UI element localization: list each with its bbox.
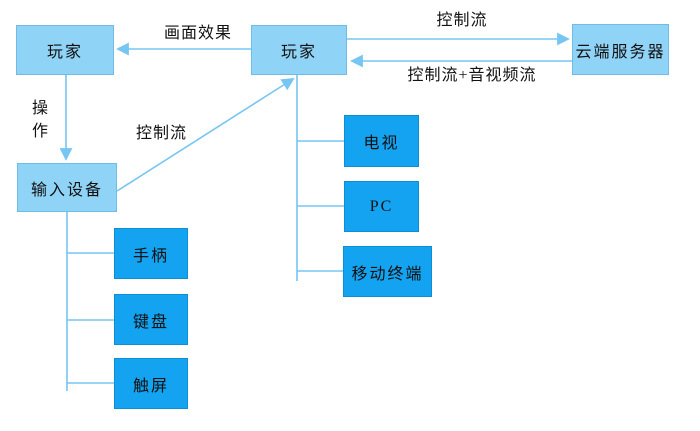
node-player-left: 玩家 bbox=[16, 25, 114, 75]
edge-label-control-av-flow: 控制流+音视频流 bbox=[407, 67, 537, 84]
node-keyboard: 键盘 bbox=[114, 294, 188, 345]
node-pc: PC bbox=[344, 181, 419, 232]
edge-label-control-flow-input: 控制流 bbox=[136, 125, 188, 142]
node-touchscreen: 触屏 bbox=[114, 358, 188, 409]
node-input-device: 输入设备 bbox=[17, 163, 117, 212]
node-mobile-terminal: 移动终端 bbox=[343, 246, 432, 297]
node-cloud-server: 云端服务器 bbox=[572, 24, 669, 75]
node-gamepad: 手柄 bbox=[114, 228, 188, 279]
edge-label-screen-effect: 画面效果 bbox=[163, 25, 232, 42]
edge-label-control-flow-to-cloud: 控制流 bbox=[436, 12, 488, 29]
node-player-mid: 玩家 bbox=[251, 25, 347, 75]
edge-label-operation: 操作 bbox=[32, 100, 50, 140]
node-tv: 电视 bbox=[344, 115, 419, 167]
